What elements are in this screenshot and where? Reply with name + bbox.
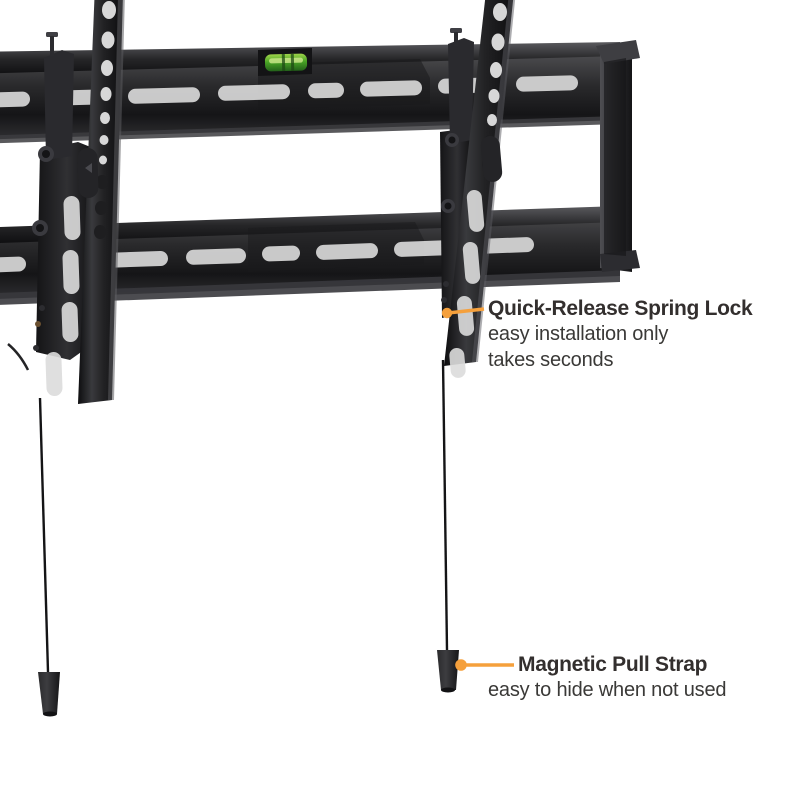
callout-leader-pull-strap [455, 659, 514, 671]
callout-pull-strap-title: Magnetic Pull Strap [518, 653, 708, 676]
callout-pull-strap: Magnetic Pull Strap easy to hide when no… [488, 653, 727, 703]
callout-spring-lock-title: Quick-Release Spring Lock [488, 297, 753, 320]
left-pull-strap [38, 397, 60, 717]
bubble-level [264, 53, 308, 72]
left-vertical-arm [7, 0, 125, 404]
right-vertical-arm [440, 0, 516, 378]
callout-spring-lock-subtitle-line-2: takes seconds [488, 349, 614, 371]
callout-spring-lock-subtitle-line-1: easy installation only [488, 323, 669, 345]
right-pull-strap [437, 359, 459, 693]
callout-spring-lock: Quick-Release Spring Lock easy installat… [488, 297, 753, 373]
callout-pull-strap-subtitle-line-1: easy to hide when not used [488, 679, 727, 701]
callout-leader-spring-lock [441, 307, 485, 319]
right-end-cap [596, 40, 640, 272]
